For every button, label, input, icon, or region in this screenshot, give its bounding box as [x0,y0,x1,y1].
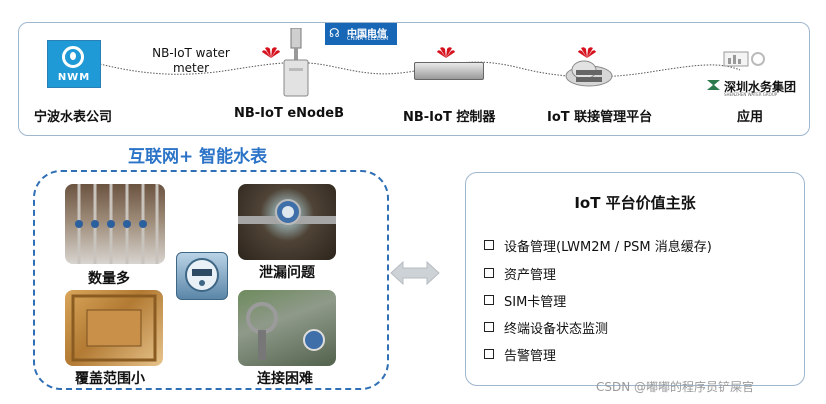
checkbox-icon [484,268,494,278]
value-item: 资产管理 [484,264,556,283]
china-telecom-logo: ☊ 中国电信 CHINA TELECOM [325,23,397,45]
csdn-watermark: CSDN @嘟嘟的程序员铲屎官 [596,380,755,394]
cabinet-graphic [71,294,157,362]
enodeb-base-station-icon [283,28,309,97]
shenzhen-water-logo-en: SHENZHEN WATER GROUP [724,92,778,97]
smart-water-meter-icon [176,252,228,300]
nwm-logo-text: NWM [57,72,91,83]
photo-connection-difficulty [238,290,336,366]
value-item: 告警管理 [484,345,556,364]
value-item-text: 设备管理(LWM2M / PSM 消息缓存) [504,240,712,255]
photo-small-coverage [65,290,163,366]
nb-iot-controller-icon [414,62,484,80]
node-label-controller: NB-IoT 控制器 [403,110,496,125]
telecom-logo-en: CHINA TELECOM [347,36,389,42]
value-proposition-box [465,172,805,386]
water-drop-icon [70,52,76,60]
checkbox-icon [484,295,494,305]
value-item-text: 终端设备状态监测 [504,322,609,337]
telecom-mark-icon: ☊ [329,26,340,40]
value-item-text: SIM卡管理 [504,295,567,310]
nwm-logo: NWM [47,40,101,88]
telecom-logo-cn: 中国电信 [347,29,387,40]
node-label-enodeb: NB-IoT eNodeB [234,106,345,121]
valve-graphic [246,302,325,360]
double-arrow-icon [390,260,440,286]
wave-label: NB-IoT water meter [152,46,230,75]
checkbox-icon [484,349,494,359]
huawei-logo-icon [437,47,455,58]
node-label-ningbo: 宁波水表公司 [34,110,113,125]
iot-platform-cloud-icon [565,60,613,87]
huawei-logo-icon [262,47,280,58]
photo-label-leak: 泄漏问题 [259,265,315,281]
node-label-platform: IoT 联接管理平台 [547,110,653,125]
challenges-container [33,170,389,390]
checkbox-icon [484,240,494,250]
shenzhen-water-logo-text: 深圳水务集团 [724,80,797,94]
node-label-application: 应用 [737,110,764,125]
checkbox-icon [484,322,494,332]
value-item-text: 资产管理 [504,268,557,283]
photo-label-quantity: 数量多 [88,271,130,287]
huawei-logo-icon [578,47,596,58]
value-item: SIM卡管理 [484,291,566,310]
nwm-ring-icon [62,46,84,68]
shenzhen-water-logo-icon [707,80,720,90]
meter-face-graphic [185,258,219,292]
pipes-graphic [75,184,159,264]
photo-label-connection: 连接困难 [257,371,313,387]
photo-label-coverage: 覆盖范围小 [75,371,145,387]
section-title: 互联网+ 智能水表 [128,147,268,167]
leak-meter-graphic [238,199,336,225]
photo-meters-quantity [65,184,165,264]
photo-leak-problem [238,184,336,260]
value-item: 终端设备状态监测 [484,318,608,337]
application-chart-icon [723,51,765,67]
value-item-text: 告警管理 [504,349,557,364]
value-title: IoT 平台价值主张 [574,194,696,212]
value-item: 设备管理(LWM2M / PSM 消息缓存) [484,236,712,255]
